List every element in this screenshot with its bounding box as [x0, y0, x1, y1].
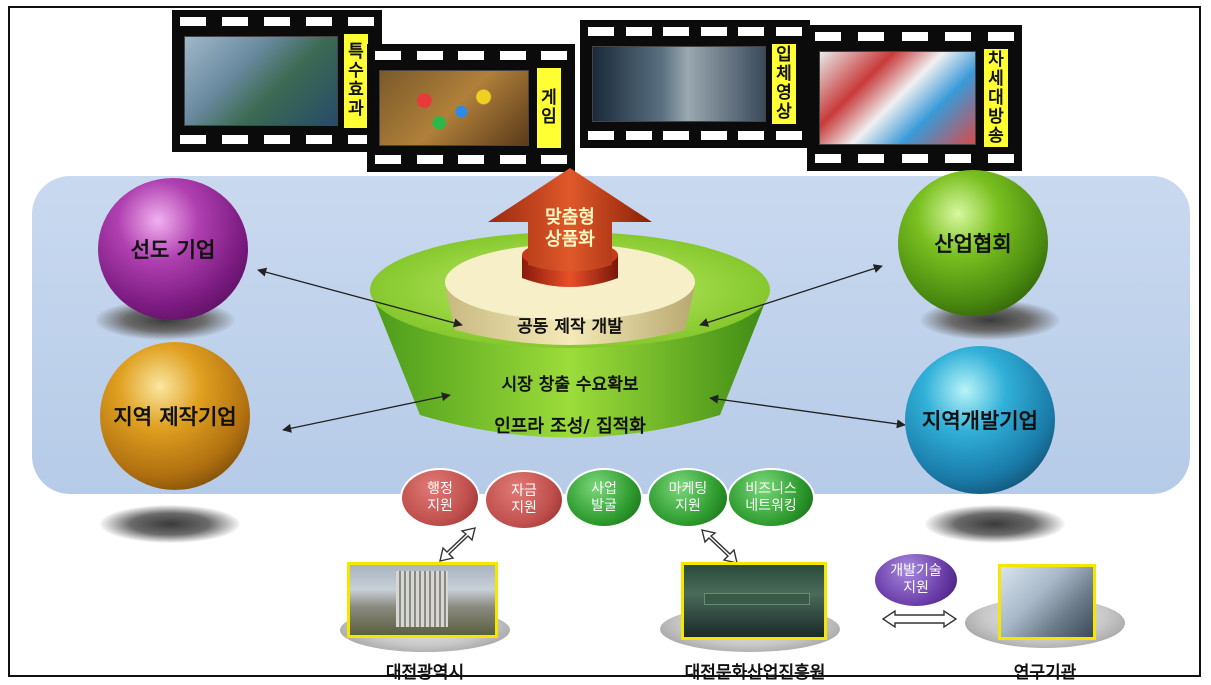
support-funding: 자금 지원: [484, 470, 564, 530]
sphere-leading-company: 선도 기업: [98, 178, 248, 320]
sphere-label-regional-producer: 지역 제작기업: [113, 405, 237, 429]
support-business-discovery-line1: 사업: [591, 481, 617, 497]
double-arrow-agency: [701, 529, 738, 564]
sphere-regional-producer: 지역 제작기업: [100, 342, 250, 490]
support-admin-line1: 행정: [427, 481, 453, 497]
tier-label-middle: 시장 창출 수요확보: [501, 375, 639, 395]
support-tech-development-line1: 개발기술: [890, 563, 942, 579]
support-marketing-line1: 마케팅: [668, 481, 708, 497]
support-funding-line1: 자금: [511, 483, 537, 499]
agency-sign-shape: [704, 593, 810, 605]
connector-bottom-left: [282, 392, 451, 433]
support-funding-line2: 지원: [511, 500, 537, 516]
research-label: 연구기관: [1013, 663, 1077, 683]
agency-label: 대전문화산업진흥원: [684, 663, 826, 683]
special-effects-image: [184, 36, 338, 126]
sphere-label-leading-company: 선도 기업: [130, 238, 216, 262]
arrow-label: 맞춤형 상품화: [530, 207, 610, 251]
support-marketing: 마케팅 지원: [647, 468, 729, 528]
support-tech-development: 개발기술 지원: [873, 552, 959, 608]
support-admin-line2: 지원: [427, 498, 453, 514]
sphere-shadow: [925, 505, 1065, 543]
research-lab-image: [998, 564, 1096, 640]
support-business-networking-line1: 비즈니스: [745, 481, 797, 497]
city-label: 대전광역시: [385, 663, 465, 683]
tier-label-top: 공동 제작 개발: [517, 317, 623, 337]
arrow-label-line2: 상품화: [545, 229, 595, 250]
central-tier-diagram: [370, 168, 770, 438]
sphere-industry-association: 산업협회: [898, 170, 1048, 316]
up-arrow-icon: [488, 168, 652, 272]
sphere-label-industry-association: 산업협회: [934, 232, 1012, 256]
city-hall-image: [347, 562, 498, 638]
support-business-networking-line2: 네트워킹: [745, 498, 797, 514]
support-admin: 행정 지원: [400, 468, 480, 528]
sphere-regional-developer: 지역개발기업: [905, 346, 1055, 494]
double-arrow-research: [881, 609, 958, 629]
game-image: [379, 70, 529, 146]
support-tech-development-line2: 지원: [903, 580, 929, 596]
connector-top-right: [699, 264, 883, 327]
3d-video-image: [592, 46, 766, 122]
tier-label-bottom: 인프라 조성/ 집적화: [494, 416, 646, 437]
connector-top-left: [257, 267, 463, 328]
building-shape: [396, 571, 448, 627]
support-business-discovery: 사업 발굴: [565, 468, 643, 528]
arrow-label-line1: 맞춤형: [545, 207, 595, 228]
support-business-discovery-line2: 발굴: [591, 498, 617, 514]
agency-building-image: [681, 562, 827, 640]
support-marketing-line2: 지원: [675, 498, 701, 514]
double-arrow-city: [439, 527, 476, 562]
sphere-label-regional-developer: 지역개발기업: [922, 409, 1038, 433]
sphere-shadow: [100, 505, 240, 543]
support-business-networking: 비즈니스 네트워킹: [727, 468, 815, 528]
connector-bottom-right: [709, 394, 906, 429]
broadcast-image: [819, 51, 976, 145]
